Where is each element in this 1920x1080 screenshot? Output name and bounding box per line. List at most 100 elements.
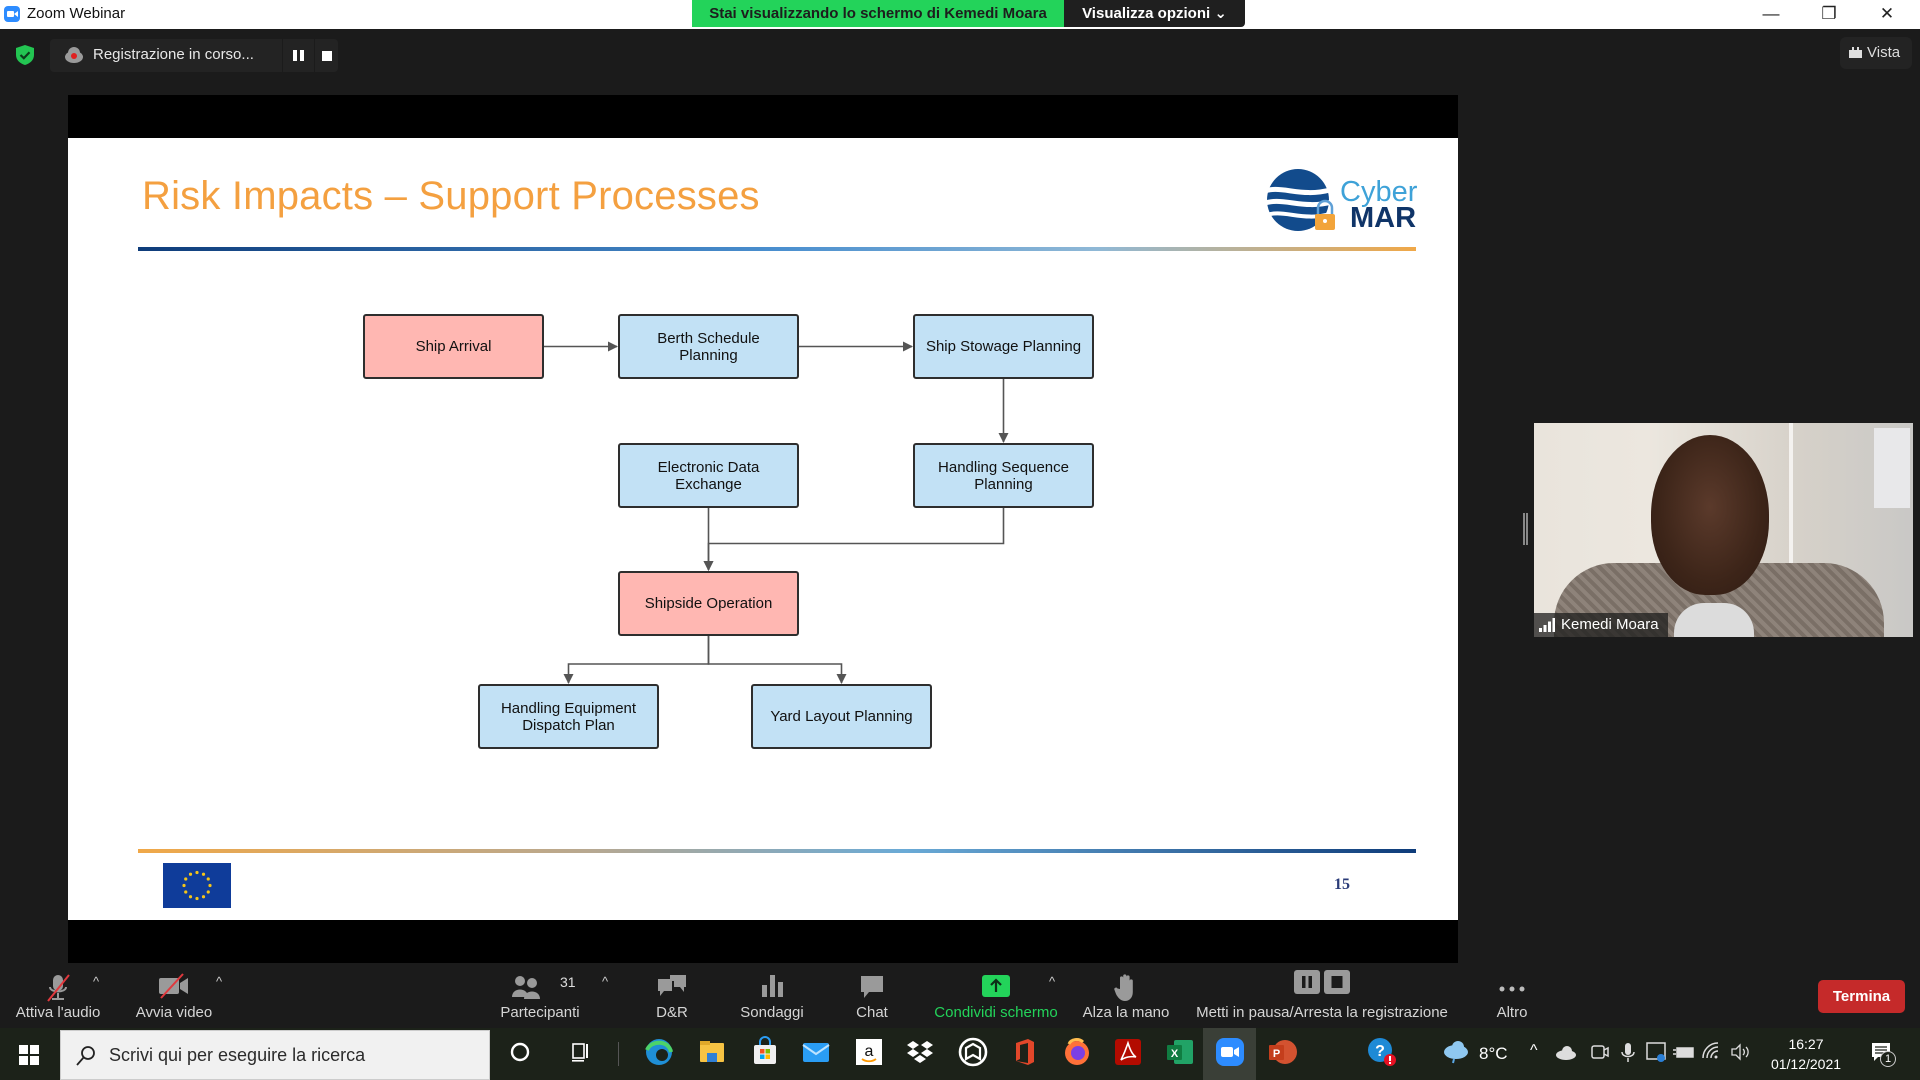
more-button[interactable]: Altro: [1480, 963, 1544, 1028]
office-icon[interactable]: [1008, 1036, 1040, 1068]
task-view-icon[interactable]: [564, 1036, 596, 1068]
raise-hand-button[interactable]: Alza la mano: [1076, 963, 1176, 1028]
microphone-tray-icon[interactable]: [1616, 1040, 1640, 1064]
muted-microphone-icon: [47, 974, 70, 1002]
participants-label: Partecipanti: [500, 1004, 580, 1021]
encryption-shield-icon[interactable]: [14, 44, 36, 66]
share-screen-icon: [982, 975, 1010, 997]
pause-recording-button[interactable]: [282, 39, 314, 72]
diagram-node-ship-stowage: Ship Stowage Planning: [913, 314, 1094, 379]
participants-count: 31: [560, 974, 576, 990]
diagram-node-yard-layout: Yard Layout Planning: [751, 684, 932, 749]
chat-icon: [861, 976, 883, 998]
windows-start-icon[interactable]: [19, 1045, 39, 1065]
audio-label: Attiva l'audio: [15, 1004, 101, 1021]
chat-label: Chat: [856, 1004, 888, 1021]
weather-temperature[interactable]: 8°C: [1479, 1044, 1508, 1063]
view-options-dropdown[interactable]: Visualizza opzioni ⌄: [1064, 0, 1245, 27]
volume-icon[interactable]: [1728, 1040, 1752, 1064]
onedrive-icon[interactable]: [1554, 1040, 1578, 1064]
sync-tray-icon[interactable]: [1644, 1040, 1668, 1064]
unmute-audio-button[interactable]: Attiva l'audio: [8, 963, 108, 1028]
share-options-caret[interactable]: ^: [1049, 974, 1056, 989]
mail-icon[interactable]: [800, 1036, 832, 1068]
close-button[interactable]: ✕: [1879, 4, 1895, 23]
clock-time: 16:27: [1788, 1036, 1824, 1052]
excel-icon[interactable]: X: [1164, 1036, 1196, 1068]
screen-share-banner: Stai visualizzando lo schermo di Kemedi …: [692, 0, 1064, 27]
amazon-icon[interactable]: a: [853, 1036, 885, 1068]
clock[interactable]: 16:27 01/12/2021: [1766, 1034, 1846, 1074]
participants-button[interactable]: 31 Partecipanti: [490, 963, 590, 1028]
search-icon: [76, 1046, 95, 1066]
view-layout-button[interactable]: Vista: [1840, 37, 1912, 69]
diagram-connectors: [544, 341, 1009, 684]
dropbox-icon[interactable]: [904, 1036, 936, 1068]
audio-options-caret[interactable]: ^: [93, 974, 100, 989]
firefox-icon[interactable]: [1061, 1036, 1093, 1068]
signal-strength-icon: [1539, 618, 1555, 632]
zoom-app-icon: [4, 6, 20, 22]
app-title: Zoom Webinar: [27, 5, 126, 22]
raise-hand-icon: [1114, 974, 1133, 1001]
polls-label: Sondaggi: [740, 1004, 804, 1021]
cortana-icon[interactable]: [504, 1036, 536, 1068]
show-hidden-icons-chevron[interactable]: ^: [1530, 1042, 1538, 1059]
qa-label: D&R: [656, 1004, 688, 1021]
more-dots-icon: [1499, 986, 1525, 992]
shared-slide: Risk Impacts – Support Processes Cyber M…: [68, 138, 1458, 920]
video-label: Avvia video: [135, 1004, 213, 1021]
file-explorer-icon[interactable]: [696, 1036, 728, 1068]
windows-taskbar: Scrivi qui per eseguire la ricerca a X P…: [0, 1028, 1920, 1080]
more-label: Altro: [1496, 1004, 1528, 1021]
qa-icon: [658, 975, 686, 996]
restore-button[interactable]: ❐: [1821, 4, 1837, 23]
taskbar-separator: [618, 1042, 619, 1066]
eu-star: [206, 890, 210, 894]
polls-button[interactable]: Sondaggi: [732, 963, 812, 1028]
action-center-button[interactable]: 1: [1870, 1041, 1896, 1067]
eu-star: [182, 883, 186, 888]
minimize-button[interactable]: —: [1762, 4, 1780, 23]
taskbar-search-input[interactable]: Scrivi qui per eseguire la ricerca: [60, 1030, 490, 1080]
diagram-node-shipside-operation: Shipside Operation: [618, 571, 799, 636]
zoom-taskbar-icon[interactable]: [1214, 1036, 1246, 1068]
start-video-button[interactable]: Avvia video: [124, 963, 224, 1028]
video-person-face: [1651, 435, 1769, 595]
weather-cloud-icon[interactable]: [1440, 1036, 1472, 1068]
polls-icon: [762, 975, 783, 997]
recording-status-label: Registrazione in corso...: [93, 46, 254, 63]
powerpoint-icon[interactable]: P: [1266, 1036, 1298, 1068]
slide-page-number: 15: [1334, 876, 1350, 893]
wifi-icon[interactable]: [1700, 1040, 1724, 1064]
adobe-acrobat-icon[interactable]: [1112, 1036, 1144, 1068]
edge-browser-icon[interactable]: [643, 1036, 675, 1068]
battery-icon[interactable]: [1672, 1040, 1696, 1064]
eu-star: [201, 895, 206, 899]
eu-star: [206, 877, 210, 881]
stop-recording-button[interactable]: [314, 39, 338, 72]
participant-name-tag: Kemedi Moara: [1534, 613, 1668, 637]
video-options-caret[interactable]: ^: [216, 974, 223, 989]
qa-button[interactable]: D&R: [640, 963, 704, 1028]
panel-resize-handle[interactable]: [1523, 513, 1528, 545]
participants-options-caret[interactable]: ^: [602, 974, 609, 989]
help-alert-icon[interactable]: ?: [1366, 1036, 1398, 1068]
pause-stop-recording-label: Metti in pausa/Arresta la registrazione: [1196, 1004, 1448, 1021]
chat-button[interactable]: Chat: [840, 963, 904, 1028]
pause-icon-bar: [300, 50, 304, 61]
share-screen-button[interactable]: Condividi schermo: [926, 963, 1066, 1028]
pause-stop-recording-button[interactable]: Metti in pausa/Arresta la registrazione: [1188, 963, 1456, 1028]
eu-star: [201, 872, 206, 876]
share-letterbox-bottom: [68, 920, 1458, 963]
video-person-shirt: [1674, 603, 1754, 637]
eu-star: [195, 870, 199, 875]
eu-star: [208, 883, 212, 888]
app-circle-icon[interactable]: [957, 1036, 989, 1068]
pause-icon: [293, 50, 297, 61]
raise-hand-label: Alza la mano: [1082, 1004, 1170, 1021]
participant-video[interactable]: Kemedi Moara: [1534, 423, 1913, 637]
microsoft-store-icon[interactable]: [749, 1036, 781, 1068]
end-meeting-button[interactable]: Termina: [1818, 980, 1905, 1013]
camera-tray-icon[interactable]: [1588, 1040, 1612, 1064]
